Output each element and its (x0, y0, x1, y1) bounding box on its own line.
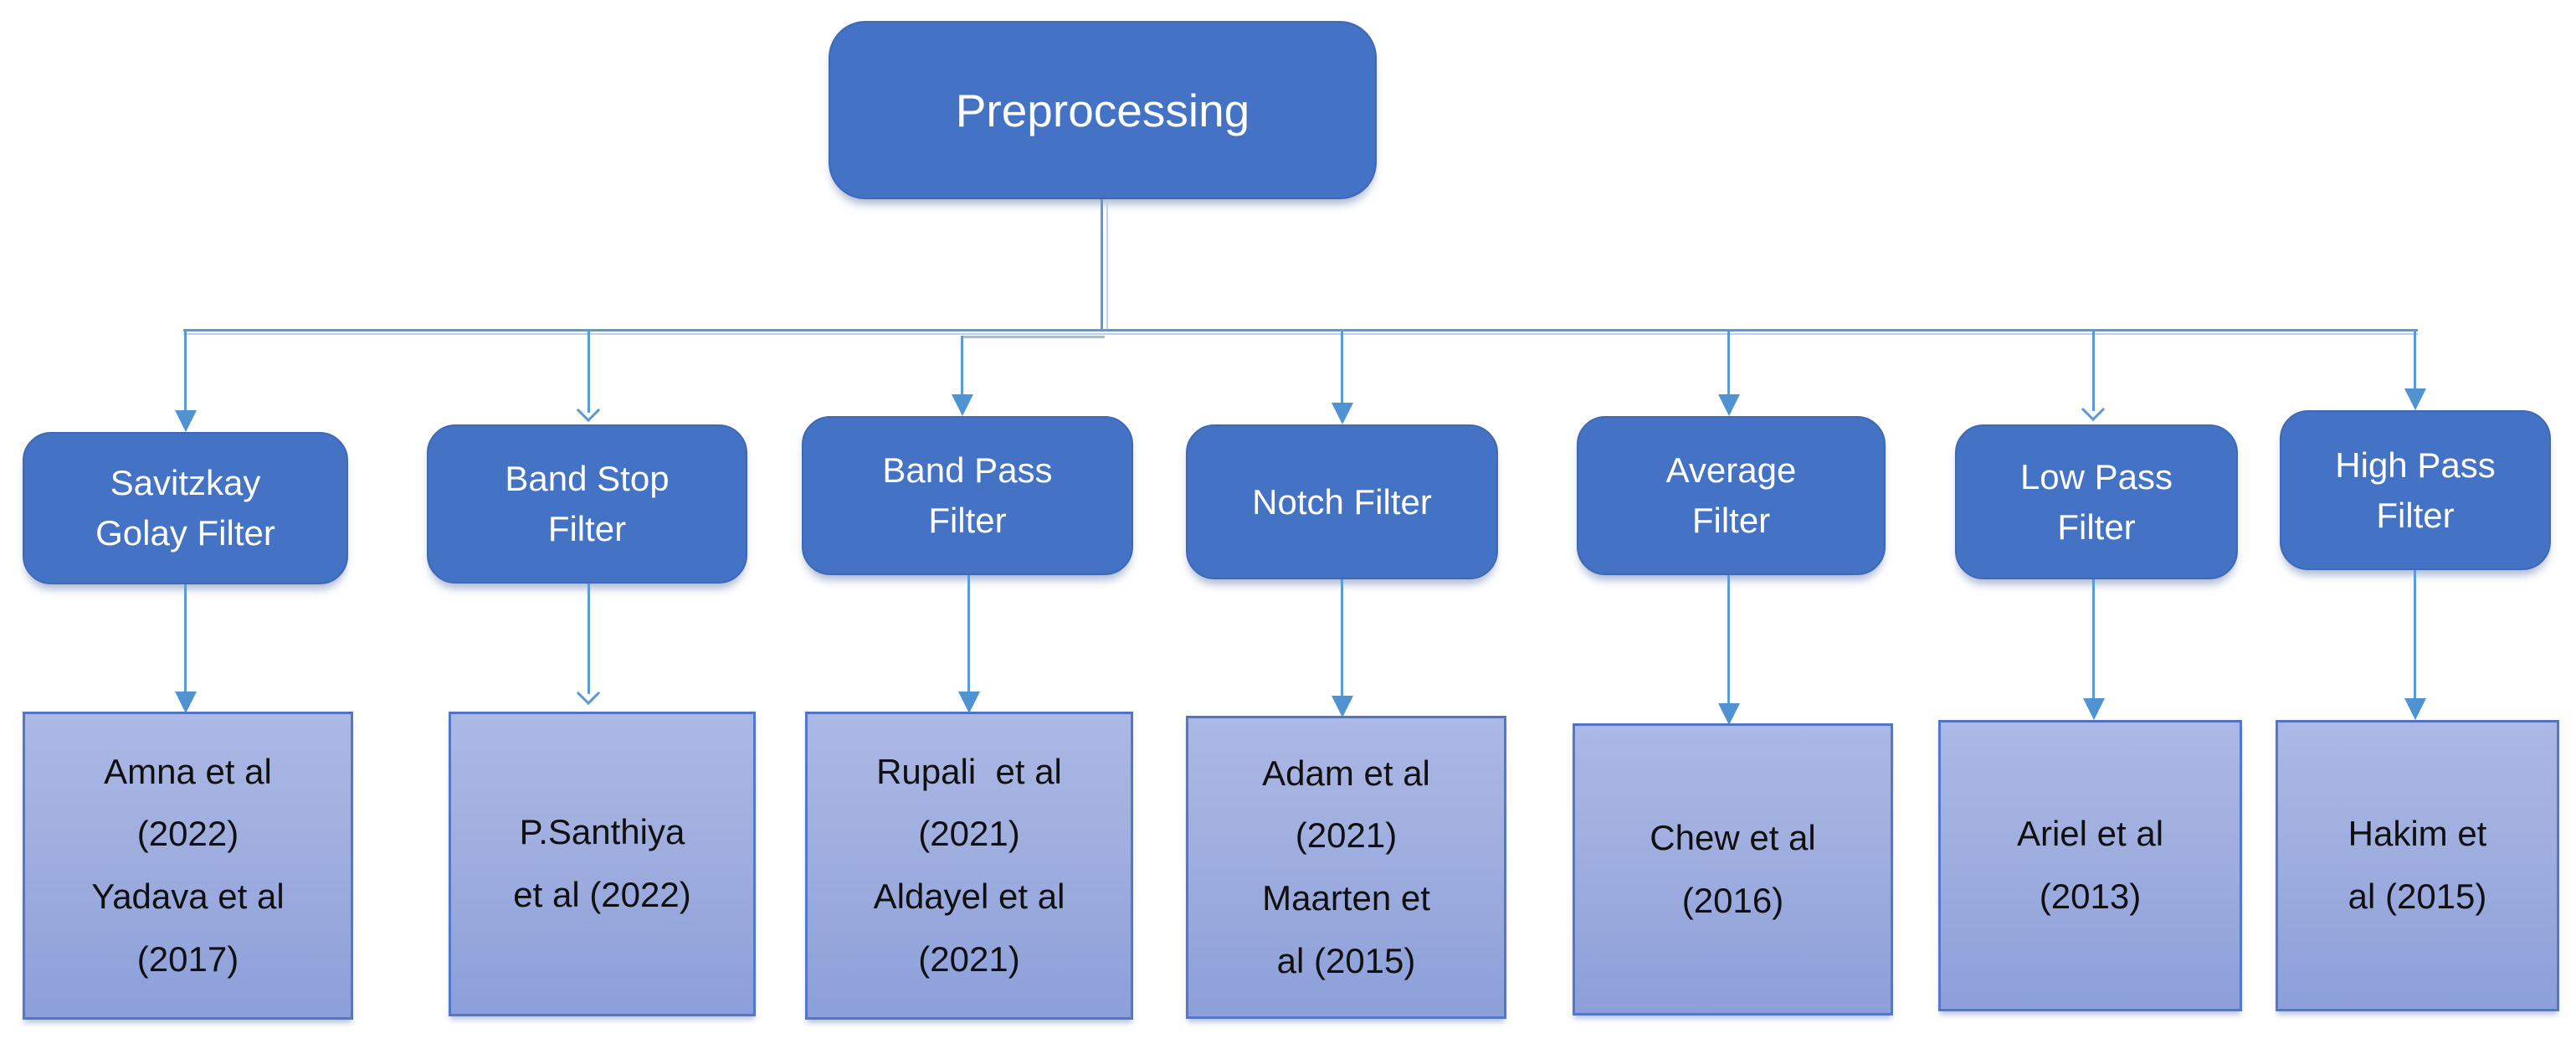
connector-line (588, 332, 590, 413)
arrowhead-down-icon (1332, 403, 1353, 424)
connector-trunk-jog-line (962, 336, 1105, 338)
citation-text: Rupali et al (2021) Aldayel et al (2021) (873, 751, 1065, 979)
arrowhead-down-icon (1718, 394, 1740, 416)
filter-label: High Pass Filter (2335, 445, 2496, 535)
citation-box-band-stop: P.Santhiya et al (2022) (449, 712, 756, 1016)
connector-line (2414, 570, 2416, 700)
filter-label: Low Pass Filter (2019, 456, 2173, 547)
filter-label: Band Pass Filter (882, 450, 1053, 540)
connector-line (1341, 579, 1343, 696)
citation-box-high-pass: Hakim et al (2015) (2276, 720, 2559, 1011)
connector-line (2092, 332, 2095, 411)
filter-node-high-pass: High Pass Filter (2280, 410, 2551, 570)
connector-line (184, 584, 187, 693)
connector-trunk-line (183, 329, 2418, 332)
arrowhead-down-icon (958, 692, 980, 713)
arrowhead-down-icon (1718, 703, 1740, 725)
connector-line (588, 584, 590, 694)
connector-stem-line (1101, 199, 1103, 332)
filter-node-band-stop: Band Stop Filter (427, 424, 747, 584)
citation-box-average: Chew et al (2016) (1573, 723, 1893, 1016)
citation-box-notch: Adam et al (2021) Maarten et al (2015) (1186, 716, 1506, 1019)
connector-line (961, 336, 963, 396)
arrowhead-down-icon (1332, 696, 1353, 717)
chevron-down-icon (576, 398, 601, 423)
citation-text: Ariel et al (2013) (2016, 814, 2164, 916)
filter-node-band-pass: Band Pass Filter (802, 416, 1133, 575)
chevron-down-icon (2081, 397, 2106, 422)
root-node-preprocessing: Preprocessing (829, 21, 1377, 199)
connector-line (184, 332, 187, 412)
arrowhead-down-icon (952, 394, 973, 416)
filter-label: Notch Filter (1252, 481, 1432, 522)
citation-text: Chew et al (2016) (1650, 817, 1816, 920)
citation-box-savitzkay-golay: Amna et al (2022) Yadava et al (2017) (23, 712, 353, 1020)
filter-node-low-pass: Low Pass Filter (1955, 424, 2238, 579)
citation-text: Hakim et al (2015) (2348, 814, 2487, 916)
connector-trunk-line-highlight (183, 333, 2418, 335)
citation-box-low-pass: Ariel et al (2013) (1938, 720, 2242, 1011)
arrowhead-down-icon (2083, 698, 2105, 720)
connector-stem-line-highlight (1106, 201, 1108, 332)
connector-line (1727, 332, 1730, 396)
connector-line (1727, 575, 1730, 703)
filter-label: Savitzkay Golay Filter (95, 463, 275, 553)
chevron-down-icon (576, 681, 601, 706)
filter-node-notch: Notch Filter (1186, 424, 1498, 579)
arrowhead-down-icon (175, 692, 197, 713)
filter-label: Band Stop Filter (505, 459, 670, 548)
filter-node-savitzkay-golay: Savitzkay Golay Filter (23, 432, 348, 584)
connector-line (1341, 332, 1343, 404)
connector-line (2092, 579, 2095, 700)
root-label: Preprocessing (955, 84, 1250, 136)
connector-line (2414, 332, 2416, 390)
citation-text: Adam et al (2021) Maarten et al (2015) (1262, 753, 1430, 980)
arrowhead-down-icon (175, 410, 197, 432)
filter-node-average: Average Filter (1577, 416, 1886, 575)
arrowhead-down-icon (2404, 698, 2426, 720)
citation-box-band-pass: Rupali et al (2021) Aldayel et al (2021) (805, 712, 1133, 1020)
filter-label: Average Filter (1665, 450, 1797, 540)
citation-text: P.Santhiya et al (2022) (513, 812, 691, 914)
connector-line (967, 575, 970, 692)
arrowhead-down-icon (2404, 388, 2426, 410)
citation-text: Amna et al (2022) Yadava et al (2017) (91, 751, 285, 979)
